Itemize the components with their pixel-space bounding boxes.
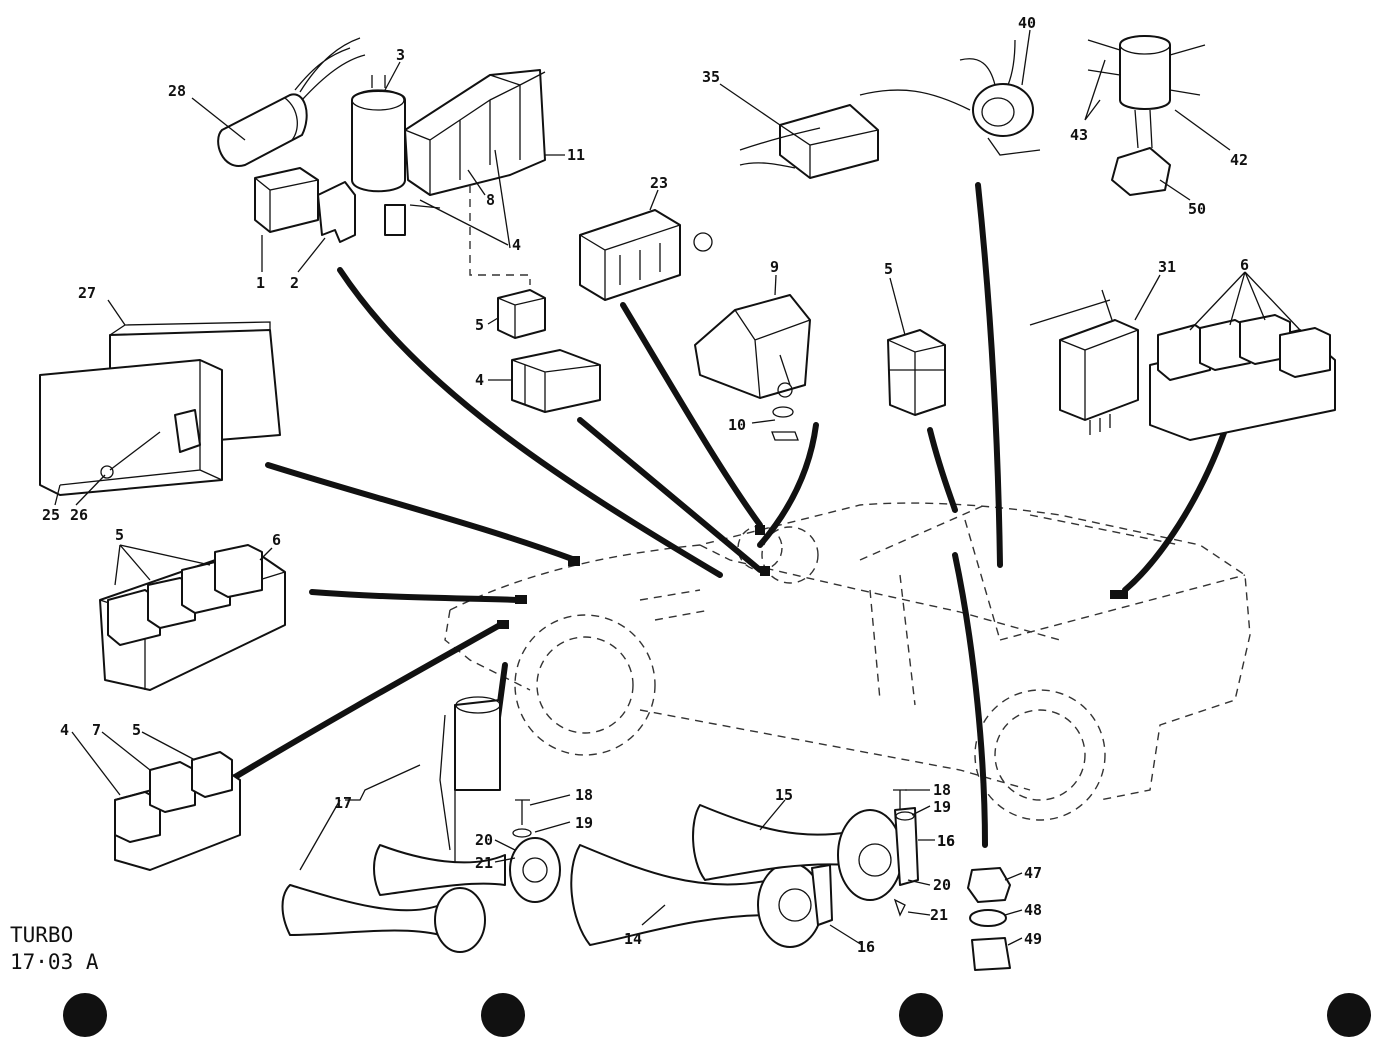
figure-label: TURBO 17·03 A (10, 922, 99, 976)
model-label: TURBO (10, 923, 74, 947)
part-6-relay-board-right (1149, 314, 1336, 441)
part-9-control-unit (694, 294, 811, 399)
callout-50: 50 (1188, 200, 1206, 218)
part-5-relay-small (497, 289, 546, 339)
callout-10: 10 (728, 416, 746, 434)
callout-3: 3 (396, 46, 405, 64)
callout-20-right: 20 (933, 876, 951, 894)
callout-15: 15 (775, 786, 793, 804)
part-42-43-50-pump (1087, 35, 1206, 196)
part-25-control-unit (39, 359, 223, 496)
binder-hole-2 (481, 993, 525, 1037)
callout-48: 48 (1024, 901, 1042, 919)
figure-code: 17·03 A (10, 950, 99, 974)
callout-11: 11 (567, 146, 585, 164)
callout-16-top: 16 (937, 832, 955, 850)
callout-28: 28 (168, 82, 186, 100)
part-15-horn (692, 804, 919, 901)
callout-21-left: 21 (475, 854, 493, 872)
part-10-washer (771, 406, 799, 441)
callout-8: 8 (486, 191, 495, 209)
callout-43: 43 (1070, 126, 1088, 144)
part-11-relay-block (404, 69, 546, 196)
parts-18-21-fasteners (512, 789, 915, 917)
callout-18-right: 18 (933, 781, 951, 799)
callout-5-right: 5 (884, 260, 893, 278)
callout-31: 31 (1158, 258, 1176, 276)
callout-49: 49 (1024, 930, 1042, 948)
callout-4-center: 4 (475, 371, 484, 389)
callout-26: 26 (70, 506, 88, 524)
part-17-horn-set (281, 696, 561, 953)
car-body-outline (444, 502, 1251, 821)
part-40-pressure-switch (959, 39, 1041, 156)
part-23-relay (579, 209, 713, 301)
callout-21-right: 21 (930, 906, 948, 924)
callout-14: 14 (624, 930, 642, 948)
part-35-connector (739, 89, 971, 179)
parts-47-49-grommet-set (967, 867, 1011, 971)
binder-hole-1 (63, 993, 107, 1037)
part-6-relay-board-left (99, 544, 286, 691)
callout-40: 40 (1018, 14, 1036, 32)
callout-4-bottom-left: 4 (60, 721, 69, 739)
callout-23: 23 (650, 174, 668, 192)
callout-47: 47 (1024, 864, 1042, 882)
callout-20-left: 20 (475, 831, 493, 849)
callout-25: 25 (42, 506, 60, 524)
part-14-horn (570, 844, 833, 948)
callout-6-right: 6 (1240, 256, 1249, 274)
callout-42: 42 (1230, 151, 1248, 169)
callout-19-right: 19 (933, 798, 951, 816)
binder-hole-3 (899, 993, 943, 1037)
callout-6-left: 6 (272, 531, 281, 549)
binder-hole-4 (1327, 993, 1371, 1037)
callout-16-bottom: 16 (857, 938, 875, 956)
part-2-bracket (317, 181, 356, 243)
callout-17: 17 (334, 794, 352, 812)
part-1-relay (254, 167, 319, 233)
part-3-capacitor (351, 75, 441, 236)
part-28-sensor (217, 37, 366, 167)
callout-4-top: 4 (512, 236, 521, 254)
part-31-control-module (1029, 289, 1139, 435)
callout-9: 9 (770, 258, 779, 276)
part-number-callouts: 28 3 11 8 4 1 2 5 4 27 25 26 6 5 4 7 5 2… (42, 14, 1249, 956)
part-5-relay-right (887, 329, 946, 416)
part-4-relay-double (511, 349, 601, 413)
callout-35: 35 (702, 68, 720, 86)
callout-1: 1 (256, 274, 265, 292)
callout-18-left: 18 (575, 786, 593, 804)
callout-16-right: 16 (937, 832, 955, 850)
callout-5-left: 5 (115, 526, 124, 544)
callout-7: 7 (92, 721, 101, 739)
callout-5-bottom-left: 5 (132, 721, 141, 739)
part-4-7-5-relay-group (114, 751, 241, 871)
callout-5-center: 5 (475, 316, 484, 334)
callout-19-left: 19 (575, 814, 593, 832)
wire-routes (227, 182, 1228, 848)
leader-lines (54, 29, 1301, 946)
callout-2: 2 (290, 274, 299, 292)
callout-27: 27 (78, 284, 96, 302)
